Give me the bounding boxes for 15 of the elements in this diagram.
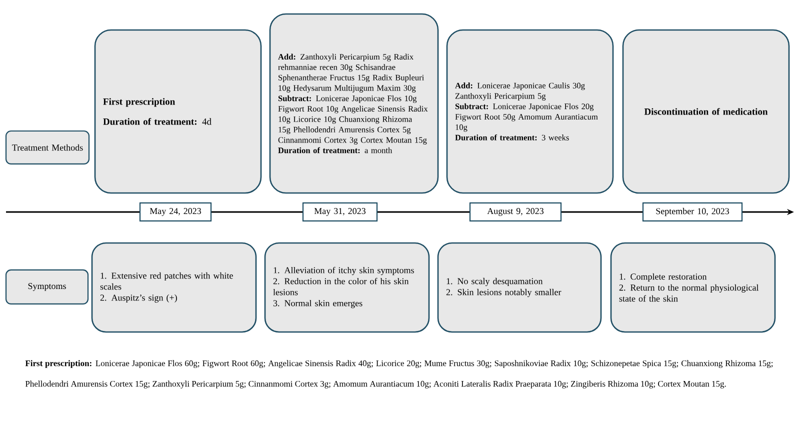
symptom-box: 1. Alleviation of itchy skin symptoms 2. Reduction in the color of his skin lesions 3. Normal skin emerges xyxy=(264,242,430,333)
caption: First prescription: Lonicerae Japonicae Flos 60g; Figwort Root 60g; Angelicae Sinensis Radix 40g; Licorice 20g; Mume Fructus 30g; Saposhnikoviae Radix 10g; Schizonepetae Spica 15g; Chuanxiong Rhizoma 15g; Phellodendri Amurensis Cortex 15g; Zanthoxyli Pericarpium 5g; Cinnanmomi Cortex 3g; Amomum Aurantiacum 10g; Aconiti Lateralis Radix Praeparata 10g; Zingiberis Rhizoma 10g; Cortex Moutan 15g. xyxy=(25,360,773,388)
date-box: May 31, 2023 xyxy=(302,202,378,222)
prescription-box: Discontinuation of medication xyxy=(622,29,790,194)
symptom-box: 1. Extensive red patches with white scales 2. Auspitz’s sign (+) xyxy=(91,242,257,333)
symptom-box: 1. No scaly desquamation 2. Skin lesions notably smaller xyxy=(437,242,602,333)
prescription-box: Add: Zanthoxyli Pericarpium 5g Radix rehmanniae recen 30g Schisandrae Sphenantherae Fructus 15g Radix Bupleuri 10g Hedysarum Multijugum Maxim 30g Subtract: Lonicerae Japonicae Flos 10g Figwort Root 10g Angelicae Sinensis Radix 10g Licorice 10g Chuanxiong Rhizoma 15g Phellodendri Amurensis Cortex 5g Cinnanmomi Cortex 3g Cortex Moutan 15g Duration of treatment: a month xyxy=(269,13,439,194)
date-box: May 24, 2023 xyxy=(139,202,212,222)
date-box: August 9, 2023 xyxy=(469,202,562,222)
date-box: September 10, 2023 xyxy=(642,202,743,222)
prescription-box: First prescription Duration of treatment: 4d xyxy=(94,29,262,194)
symptom-box: 1. Complete restoration 2. Return to the normal physiological state of the skin xyxy=(610,242,776,333)
prescription-box: Add: Lonicerae Japonicae Caulis 30g Zanthoxyli Pericarpium 5g Subtract: Lonicerae Japonicae Flos 20g Figwort Root 50g Amomum Aurantiacum 10g Duration of treatment: 3 weeks xyxy=(446,29,614,194)
category-box: Symptoms xyxy=(5,269,89,305)
category-box: Treatment Methods xyxy=(5,130,90,165)
